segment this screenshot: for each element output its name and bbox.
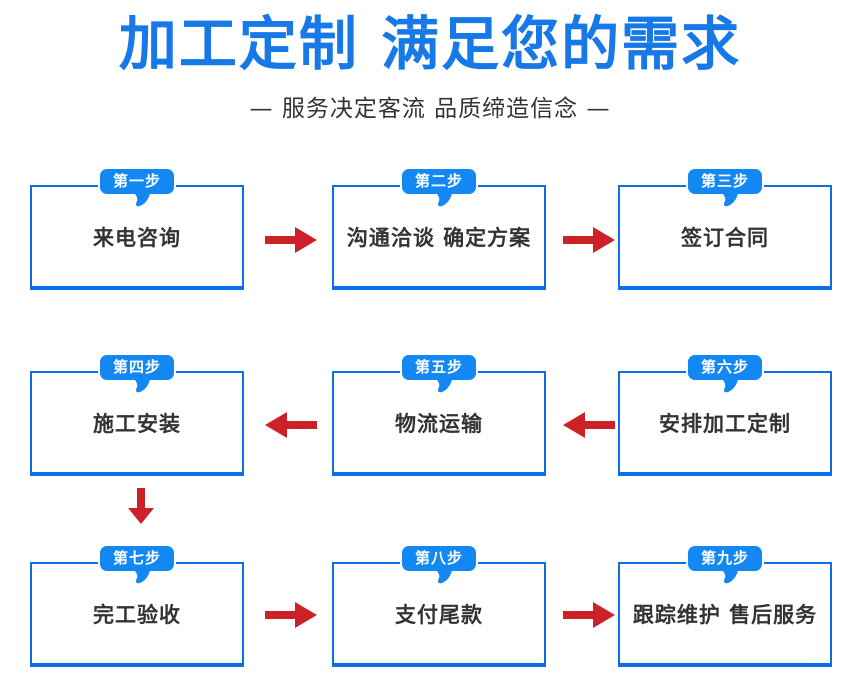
badge-tail-icon: [722, 570, 738, 584]
step-badge-9: 第九步: [687, 546, 763, 571]
step-box-7: 第七步 完工验收: [30, 546, 244, 667]
badge-tail-icon: [134, 193, 150, 207]
step-badge-8: 第八步: [401, 546, 477, 571]
step-label-1: 来电咨询: [93, 225, 181, 250]
arrow-left-icon: [563, 412, 615, 438]
step-label-3: 签订合同: [681, 225, 769, 250]
badge-tail-icon: [722, 379, 738, 393]
page-subtitle: — 服务决定客流 品质缔造信念 —: [249, 96, 611, 122]
step-label-8: 支付尾款: [395, 602, 483, 627]
step-badge-4: 第四步: [99, 355, 175, 380]
arrow-down-icon: [128, 488, 154, 524]
step-badge-3: 第三步: [687, 169, 763, 194]
step-box-5: 第五步 物流运输: [332, 355, 546, 476]
step-box-9: 第九步 跟踪维护 售后服务: [618, 546, 832, 667]
step-badge-6: 第六步: [687, 355, 763, 380]
badge-tail-icon: [722, 193, 738, 207]
step-box-8: 第八步 支付尾款: [332, 546, 546, 667]
step-box-4: 第四步 施工安装: [30, 355, 244, 476]
step-box-1: 第一步 来电咨询: [30, 169, 244, 290]
step-box-3: 第三步 签订合同: [618, 169, 832, 290]
arrow-right-icon: [265, 227, 317, 253]
arrow-right-icon: [563, 227, 615, 253]
step-label-2: 沟通洽谈 确定方案: [346, 225, 532, 250]
step-badge-7: 第七步: [99, 546, 175, 571]
badge-tail-icon: [436, 379, 452, 393]
arrow-right-icon: [563, 602, 615, 628]
badge-tail-icon: [134, 379, 150, 393]
step-badge-1: 第一步: [99, 169, 175, 194]
badge-tail-icon: [134, 570, 150, 584]
step-label-5: 物流运输: [395, 411, 483, 436]
page-title: 加工定制 满足您的需求: [118, 10, 742, 78]
badge-tail-icon: [436, 193, 452, 207]
arrow-left-icon: [265, 412, 317, 438]
step-badge-2: 第二步: [401, 169, 477, 194]
step-box-6: 第六步 安排加工定制: [618, 355, 832, 476]
step-badge-5: 第五步: [401, 355, 477, 380]
step-label-9: 跟踪维护 售后服务: [632, 602, 818, 627]
step-box-2: 第二步 沟通洽谈 确定方案: [332, 169, 546, 290]
badge-tail-icon: [436, 570, 452, 584]
arrow-right-icon: [265, 602, 317, 628]
step-label-7: 完工验收: [93, 602, 181, 627]
step-label-6: 安排加工定制: [659, 411, 791, 436]
step-label-4: 施工安装: [93, 411, 181, 436]
